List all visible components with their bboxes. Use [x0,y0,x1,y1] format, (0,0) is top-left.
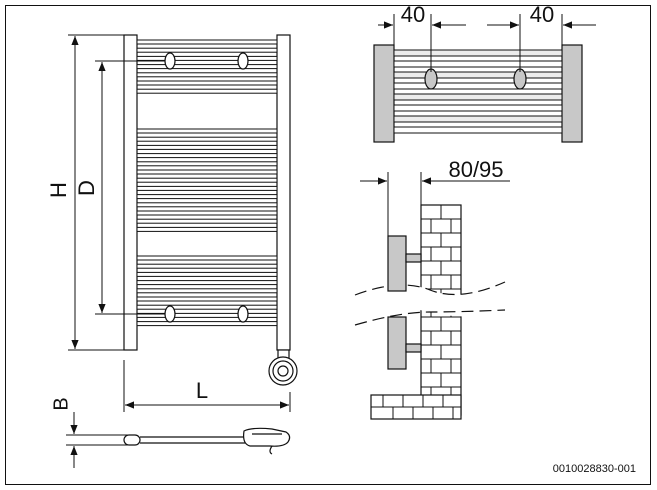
dimension-80-95 [360,172,510,236]
front-bar [136,226,278,232]
mount-hole-top-right [237,52,249,70]
front-bar [136,144,278,150]
front-bar [136,210,278,216]
wall-rail-lower [387,316,407,370]
dimension-d [95,60,165,315]
front-bar [136,161,278,167]
front-bar [136,72,278,78]
side-left-cap [123,434,141,446]
radiator-front-view [123,34,298,386]
break-line-lower [354,309,506,326]
brick-wall [354,204,506,420]
label-b: B [50,397,72,410]
top-detail-view [373,44,583,143]
detail-bar [393,126,563,134]
front-bar [136,202,278,208]
front-bar [136,136,278,142]
front-bar [136,80,278,86]
detail-right-rail [561,44,583,143]
front-bar [136,185,278,191]
wall-detail-view [354,204,506,420]
mount-hole-bottom-right [237,305,249,323]
heater-knob-center [277,365,289,377]
detail-bar [393,93,563,101]
front-bar [136,218,278,224]
dimension-h [68,34,124,351]
front-bar [136,312,278,318]
reference-code: 0010028830-001 [553,463,636,475]
break-gap [355,282,505,325]
front-bar [136,280,278,286]
label-h: H [46,182,71,198]
front-bar [136,255,278,261]
front-bar [136,55,278,61]
front-bar [136,304,278,310]
dimension-40-right [487,14,596,72]
side-heater-body [243,427,291,447]
front-bar [136,263,278,269]
dimension-40-left [378,14,466,72]
label-80-95: 80/95 [448,157,503,182]
front-bar [136,128,278,134]
label-40-right: 40 [530,2,554,27]
front-bar [136,321,278,327]
detail-bar [393,71,563,79]
detail-bar [393,60,563,68]
dimension-l [123,360,291,412]
mount-hole-top-left [164,52,176,70]
left-rail [123,34,138,351]
front-bar [136,296,278,302]
radiator-side-view [123,427,291,455]
front-bar [136,47,278,53]
label-l: L [196,378,208,403]
wall-rail-upper [387,235,407,292]
detail-left-rail [373,44,395,143]
detail-bars [393,49,563,134]
right-rail [276,34,291,351]
wall-bracket-upper [405,253,422,263]
detail-bar [393,115,563,123]
front-bars [136,39,278,327]
front-bar [136,194,278,200]
front-bar [136,64,278,70]
break-line-upper [354,281,506,296]
mount-hole-bottom-left [164,305,176,323]
front-bar [136,288,278,294]
detail-bar [393,82,563,90]
dimension-b [66,412,128,468]
heater-knob-ring [272,360,294,382]
front-bar [136,88,278,94]
detail-bar [393,49,563,57]
detail-bar [393,104,563,112]
front-bar [136,39,278,45]
power-cable [269,445,273,455]
front-bar [136,271,278,277]
wall-bracket-lower [405,343,422,353]
front-bar [136,153,278,159]
label-40-left: 40 [401,2,425,27]
front-bar [136,177,278,183]
front-bar [136,169,278,175]
label-d: D [74,180,99,196]
